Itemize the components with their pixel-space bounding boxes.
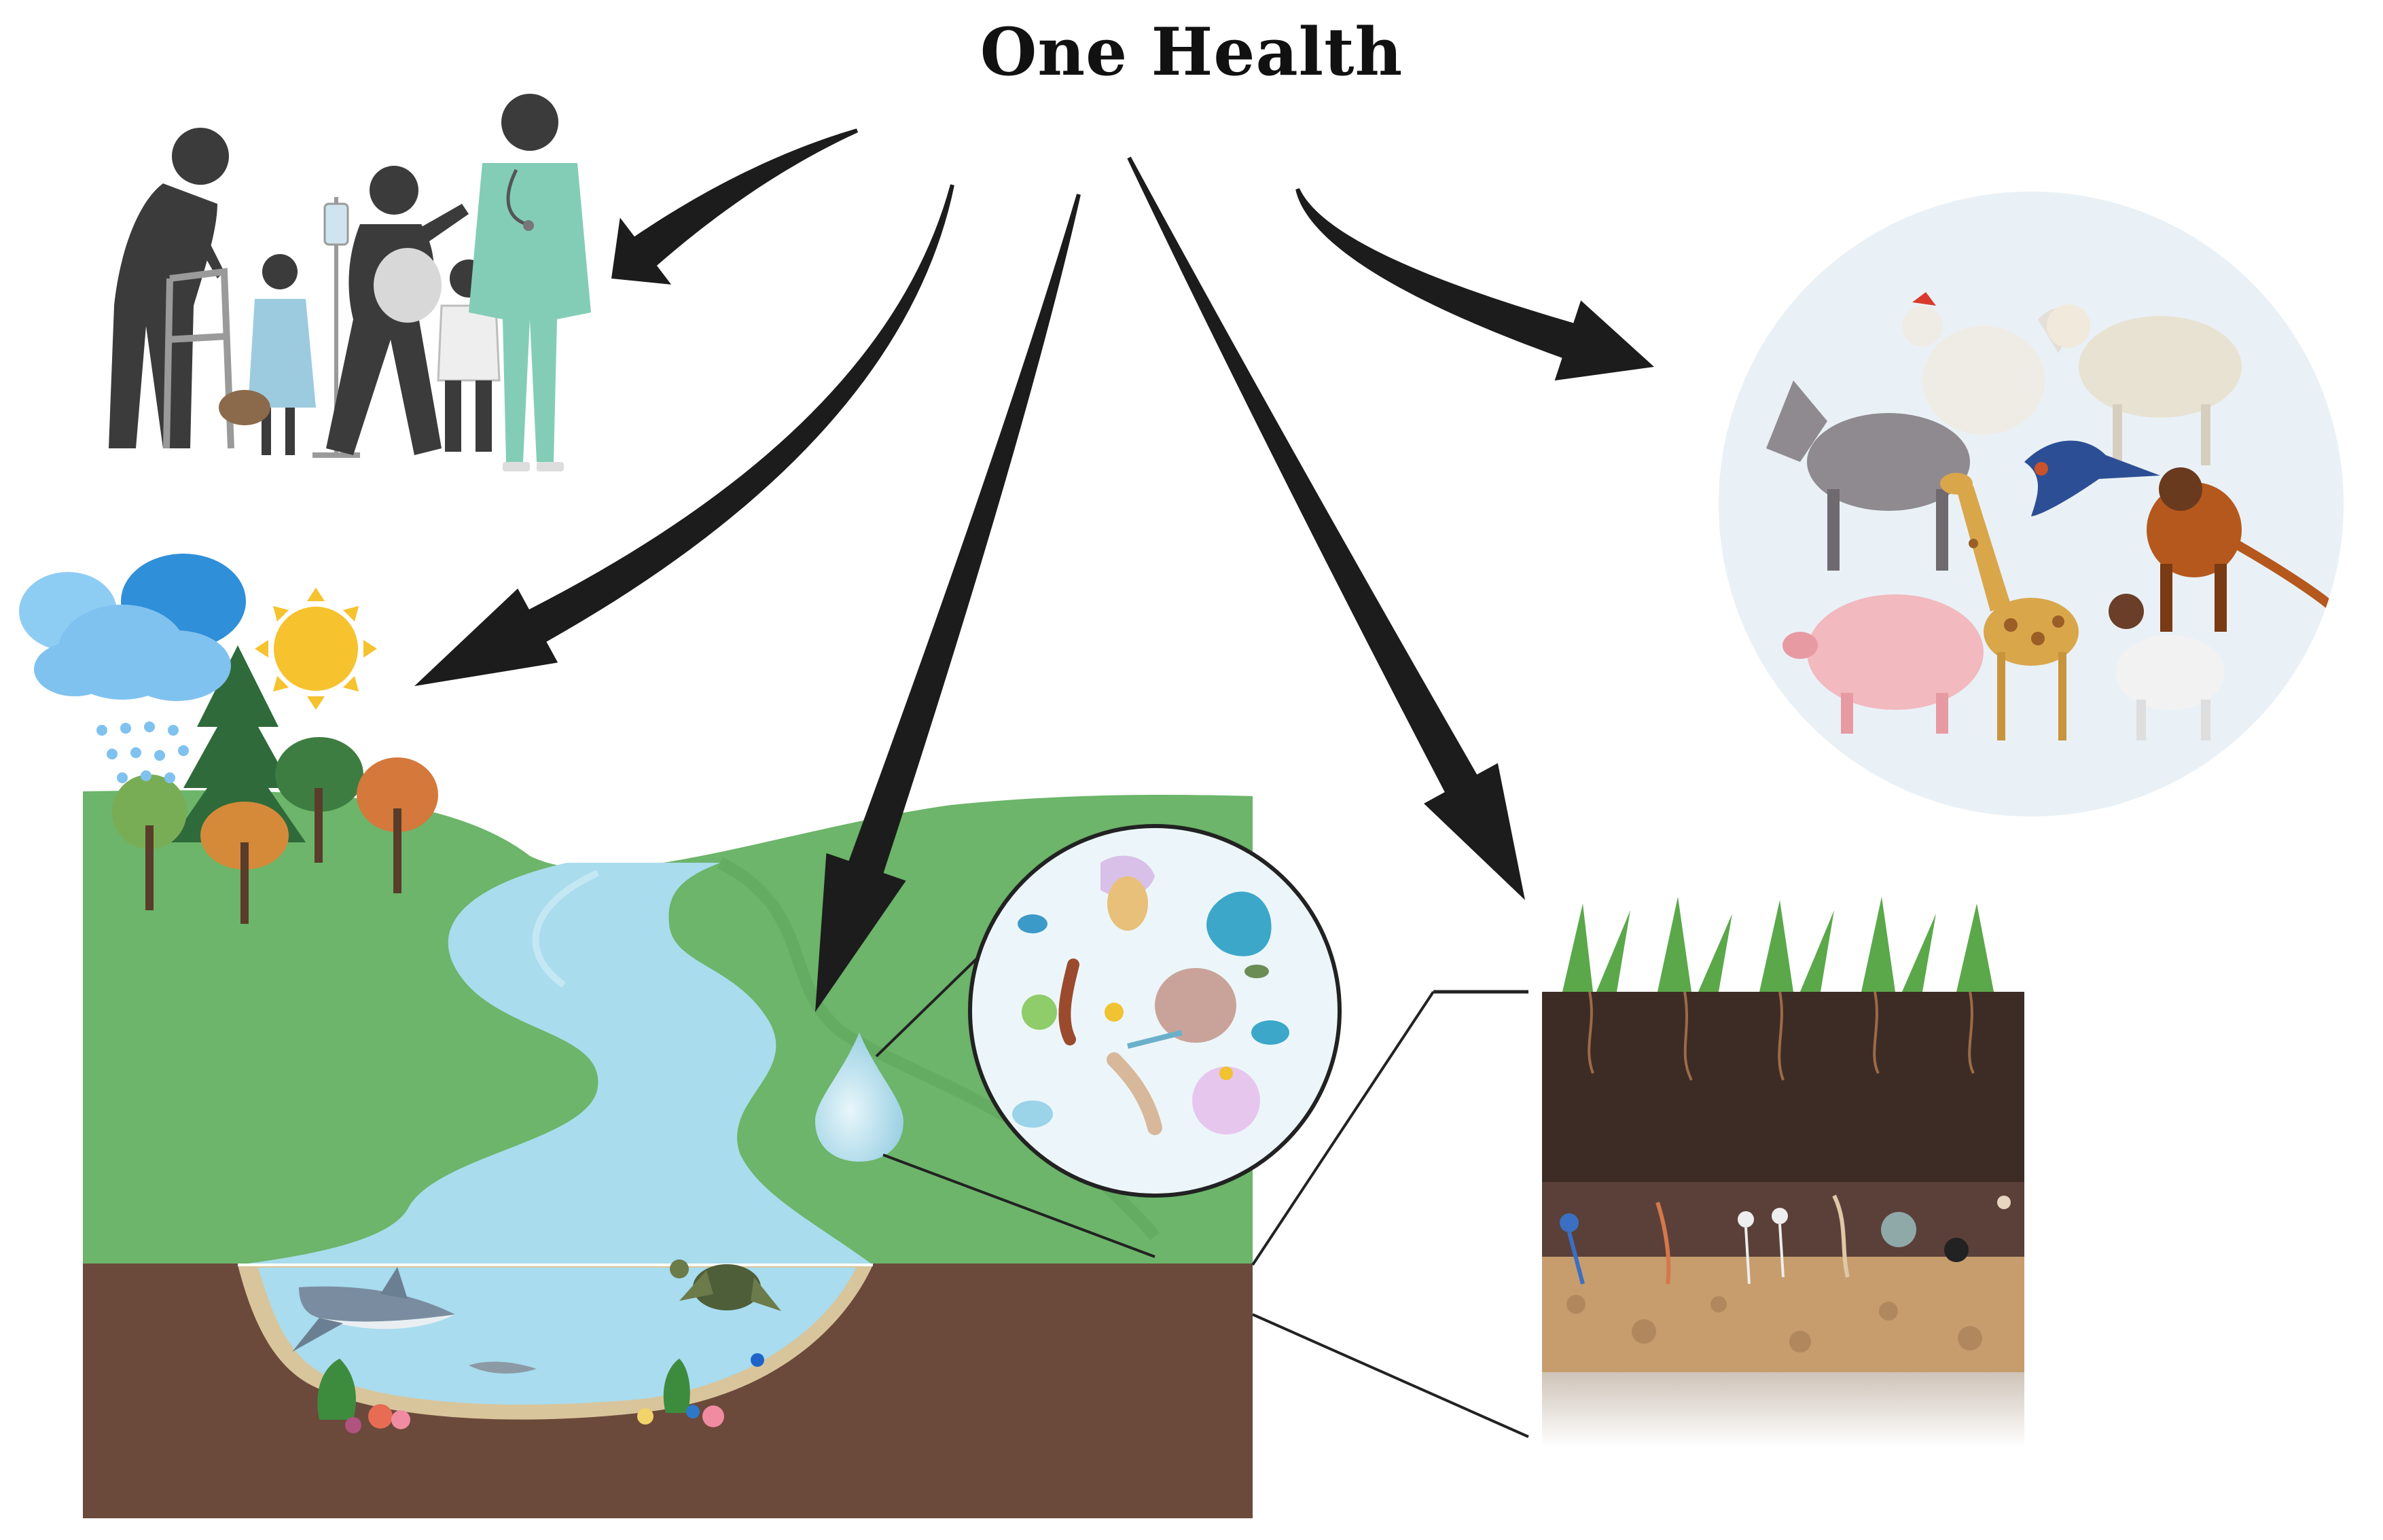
microbe-cluster — [1012, 855, 1289, 1135]
soil-profile-icon — [1251, 897, 2024, 1447]
soil-fungi — [1560, 1194, 2011, 1285]
goat-icon — [2109, 594, 2225, 740]
grass-blades — [1562, 897, 1994, 992]
arrow-to-water-microbes — [815, 194, 1081, 1012]
microscope-water-drop-icon — [815, 824, 1342, 1258]
topsoil-layer — [1542, 992, 2024, 1189]
grass-roots — [1588, 991, 1975, 1081]
donkey-icon — [1766, 380, 1970, 571]
arrows-group — [414, 128, 1654, 1012]
walker-icon — [163, 268, 234, 449]
bedrock-layer — [1542, 1372, 2024, 1447]
pregnant-woman-icon — [326, 166, 469, 455]
river — [238, 863, 873, 1265]
giraffe-icon — [1940, 473, 2079, 740]
healthcare-worker-icon — [469, 94, 591, 471]
rain-cloud-icon — [19, 554, 246, 783]
child-patient-icon — [219, 254, 316, 455]
arrow-to-human-health — [611, 128, 859, 285]
sun-icon — [255, 588, 377, 710]
sea-turtle-icon — [670, 1259, 781, 1311]
shark-icon — [292, 1267, 455, 1352]
pig-icon — [1782, 594, 1984, 734]
chicken-icon — [1902, 292, 2068, 435]
arrow-to-animal-health — [1295, 188, 1654, 381]
arrow-to-soil-microbes — [1127, 156, 1525, 900]
diagram-title: One Health — [980, 14, 1403, 90]
forest-icon — [112, 645, 438, 924]
animals-circle-icon — [1719, 192, 2344, 817]
fish-icon — [469, 1361, 537, 1374]
elderly-with-walker-icon — [109, 128, 229, 448]
coral-reef-icon — [317, 1353, 764, 1433]
landscape-icon — [19, 554, 1253, 1518]
swallow-bird-icon — [2024, 440, 2160, 516]
water-drop-icon — [815, 1033, 903, 1162]
sheep-icon — [2047, 304, 2242, 465]
arrow-to-environment — [414, 184, 954, 686]
monkey-icon — [2147, 467, 2340, 632]
human-family-icon — [109, 94, 591, 471]
